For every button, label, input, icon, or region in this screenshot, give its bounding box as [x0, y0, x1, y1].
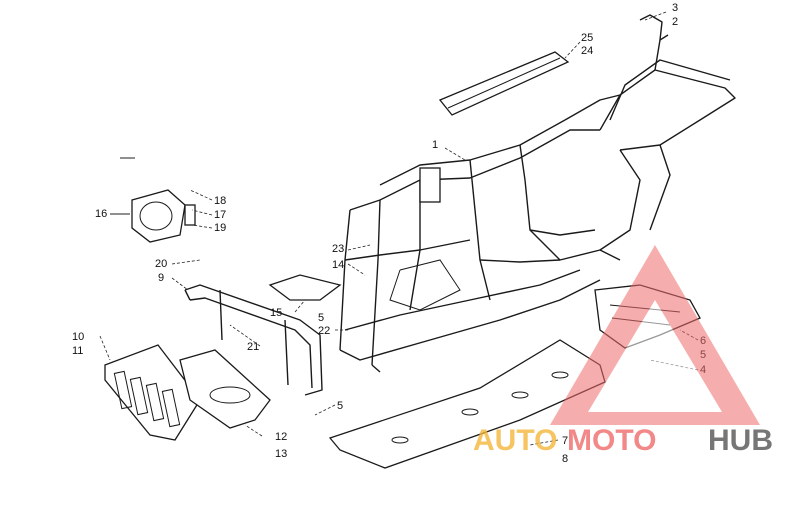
callout-5-upper: 5: [318, 312, 324, 324]
callout-1: 1: [432, 139, 438, 151]
callout-8: 8: [562, 453, 568, 465]
callout-22: 22: [318, 325, 330, 337]
callout-12: 12: [275, 431, 287, 443]
main-frame: [339, 119, 621, 373]
callout-18: 18: [214, 195, 226, 207]
front-bracket: [268, 274, 342, 301]
callout-9: 9: [158, 272, 164, 284]
callout-19: 19: [214, 222, 226, 234]
watermark: [550, 245, 760, 425]
headlight-assembly: [131, 189, 196, 243]
skid-plate: [328, 339, 606, 469]
callout-11: 11: [72, 345, 83, 357]
callout-2: 2: [672, 16, 678, 28]
rear-frame-section: [564, 14, 736, 251]
callout-15: 15: [270, 307, 282, 319]
callout-20: 20: [155, 258, 167, 270]
front-brush-guard-plate: [179, 349, 271, 429]
callout-25: 25: [581, 32, 593, 44]
callout-13: 13: [275, 448, 287, 460]
callout-3: 3: [672, 2, 678, 14]
callout-17: 17: [214, 209, 226, 221]
front-bumper: [184, 284, 323, 396]
callout-23: 23: [332, 243, 344, 255]
callout-24: 24: [581, 45, 593, 57]
watermark-word-auto: AUTO: [473, 424, 557, 457]
callout-10: 10: [72, 331, 84, 343]
callout-16: 16: [95, 208, 107, 220]
callout-5-lower: 5: [337, 400, 343, 412]
watermark-text: AUTO MOTO HUB: [473, 424, 773, 457]
front-grille: [104, 344, 201, 441]
callout-14: 14: [332, 259, 344, 271]
watermark-word-moto: MOTO: [567, 424, 656, 457]
seat-rail-cover: [438, 51, 570, 116]
callout-21: 21: [247, 341, 259, 353]
callout-7: 7: [562, 435, 568, 447]
watermark-word-hub: HUB: [708, 424, 773, 457]
